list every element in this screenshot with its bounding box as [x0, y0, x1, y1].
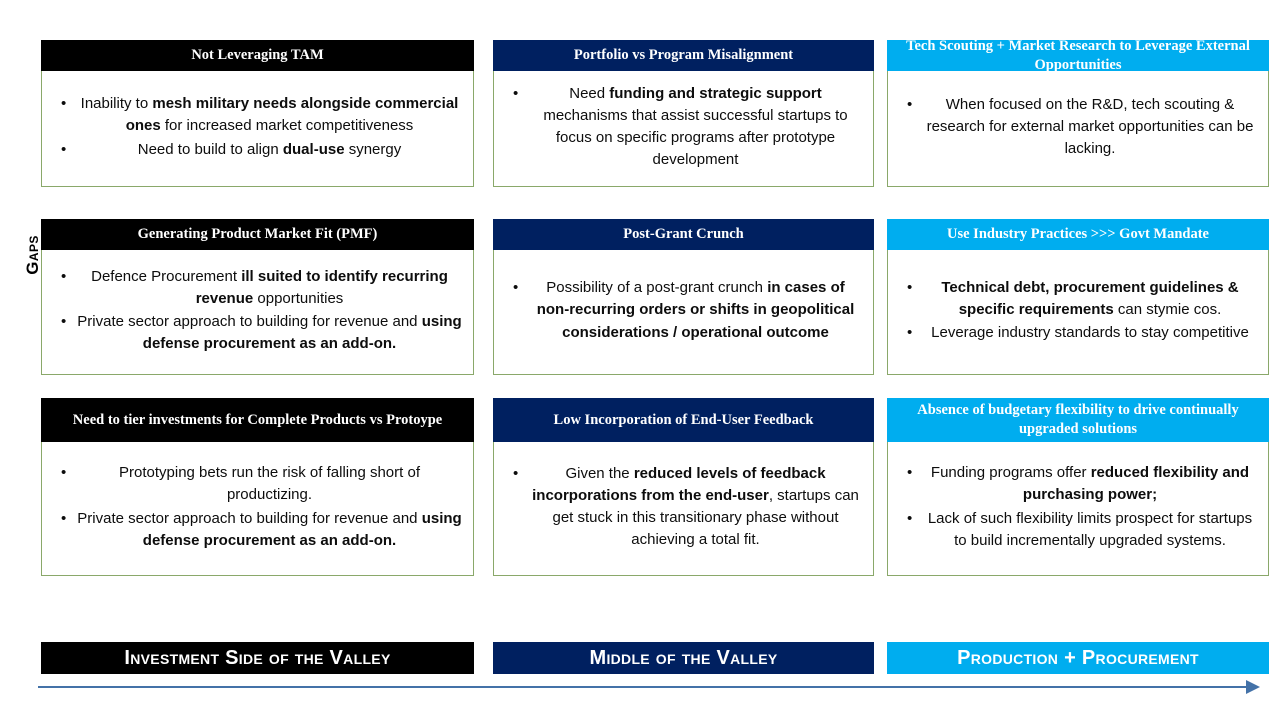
bullet-text: When focused on the R&D, tech scouting &… [926, 95, 1254, 158]
bullet-text: Lack of such flexibility limits prospect… [927, 509, 1253, 549]
gap-card-middle-3: Low Incorporation of End-User Feedback • G… [493, 398, 874, 576]
gap-bullet-list: • Need funding and strategic support mech… [503, 83, 864, 172]
bullet-icon: • [907, 464, 913, 482]
gap-card-body: • Prototyping bets run the risk of fallin… [41, 442, 474, 576]
phase-bar-production: Production + Procurement [887, 642, 1269, 674]
bullet-icon: • [907, 509, 913, 527]
bullet-icon: • [61, 509, 67, 527]
phase-bar-investment: Investment Side of the Valley [41, 642, 474, 674]
gap-card-title: Not Leveraging TAM [41, 40, 474, 71]
gap-bullet-item: • Inability to mesh military needs alongs… [51, 93, 464, 137]
gap-bullet-item: • Funding programs offer reduced flexibil… [897, 462, 1259, 506]
gap-card-title: Portfolio vs Program Misalignment [493, 40, 874, 71]
gap-card-body: • Funding programs offer reduced flexibil… [887, 442, 1269, 576]
bullet-text: can stymie cos. [1113, 300, 1222, 318]
arrow-head-icon [1246, 680, 1260, 694]
gap-card-body: • Given the reduced levels of feedback in… [493, 442, 874, 576]
gap-card-middle-2: Post-Grant Crunch • Possibility of a post-… [493, 219, 874, 375]
arrow-line-icon [38, 686, 1251, 688]
gap-bullet-item: • Need to build to align dual-use synergy [51, 139, 464, 161]
bullet-text: Inability to [80, 95, 153, 113]
gap-bullet-item: • When focused on the R&D, tech scouting … [897, 94, 1259, 160]
gap-bullet-item: • Prototyping bets run the risk of fallin… [51, 462, 464, 506]
bullet-text: Need [569, 84, 610, 102]
gap-card-body: • Technical debt, procurement guidelines … [887, 250, 1269, 375]
gap-bullet-item: • Defence Procurement ill suited to ident… [51, 266, 464, 310]
bullet-emphasis: reduced flexibility and purchasing power… [1022, 464, 1250, 504]
bullet-text: Possibility of a post-grant crunch [546, 279, 768, 297]
bullet-text: Need to build to align [137, 140, 283, 158]
gap-card-title: Use Industry Practices >>> Govt Mandate [887, 219, 1269, 250]
gap-bullet-list: • Inability to mesh military needs alongs… [51, 93, 464, 161]
bullet-text: Private sector approach to building for … [77, 313, 422, 330]
gap-bullet-item: • Lack of such flexibility limits prospec… [897, 508, 1259, 552]
bullet-icon: • [907, 324, 913, 342]
gap-bullet-item: • Private sector approach to building for… [51, 311, 464, 355]
gap-bullet-list: • Technical debt, procurement guidelines … [897, 277, 1259, 345]
bullet-emphasis: in cases of non-recurring orders or shif… [536, 279, 855, 341]
gap-card-body: • Need funding and strategic support mech… [493, 71, 874, 187]
gap-card-body: • Possibility of a post-grant crunch in c… [493, 250, 874, 375]
bullet-icon: • [61, 95, 67, 113]
gap-card-title: Absence of budgetary flexibility to driv… [887, 398, 1269, 442]
gap-bullet-list: • Prototyping bets run the risk of fallin… [51, 462, 464, 552]
bullet-text: for increased market competitiveness [160, 117, 414, 135]
gap-card-title: Generating Product Market Fit (PMF) [41, 219, 474, 250]
bullet-text: Leverage industry standards to stay comp… [931, 324, 1249, 342]
bullet-icon: • [907, 95, 913, 113]
bullet-text: Private sector approach to building for … [77, 509, 422, 527]
bullet-emphasis: mesh military needs alongside commercial… [125, 95, 459, 135]
gap-bullet-list: • Given the reduced levels of feedback in… [503, 463, 864, 552]
gap-card-body: • Defence Procurement ill suited to ident… [41, 250, 474, 375]
gap-bullet-item: • Private sector approach to building for… [51, 508, 464, 552]
gap-bullet-list: • Funding programs offer reduced flexibil… [897, 462, 1259, 552]
gap-card-title: Post-Grant Crunch [493, 219, 874, 250]
bullet-icon: • [907, 278, 913, 296]
phase-bar-middle: Middle of the Valley [493, 642, 874, 674]
gap-bullet-list: • When focused on the R&D, tech scouting … [897, 94, 1259, 161]
bullet-icon: • [61, 313, 67, 330]
gap-card-title: Low Incorporation of End-User Feedback [493, 398, 874, 442]
gap-bullet-item: • Technical debt, procurement guidelines … [897, 277, 1259, 321]
bullet-emphasis: ill suited to identify recurring revenue [195, 267, 448, 307]
gap-card-body: • When focused on the R&D, tech scouting … [887, 71, 1269, 187]
bullet-text: , startups can get stuck in this transit… [552, 486, 859, 549]
gap-bullet-item: • Given the reduced levels of feedback in… [503, 463, 864, 551]
bullet-emphasis: reduced levels of feedback incorporation… [532, 464, 826, 504]
bullet-text: Prototyping bets run the risk of falling… [119, 464, 420, 504]
bullet-icon: • [61, 267, 67, 285]
gap-card-production-2: Use Industry Practices >>> Govt Mandate •… [887, 219, 1269, 375]
gap-bullet-item: • Leverage industry standards to stay com… [897, 322, 1259, 344]
bullet-text: Given the [565, 464, 634, 482]
bullet-icon: • [513, 84, 519, 102]
bullet-text: Funding programs offer [930, 464, 1091, 482]
gap-card-middle-1: Portfolio vs Program Misalignment • Need f… [493, 40, 874, 187]
bullet-text: Defence Procurement [91, 267, 242, 285]
gap-card-investment-2: Generating Product Market Fit (PMF) • Defe… [41, 219, 474, 375]
bullet-icon: • [61, 140, 67, 158]
gap-card-production-1: Tech Scouting + Market Research to Lever… [887, 38, 1269, 187]
gap-card-title: Need to tier investments for Complete Pr… [41, 398, 474, 442]
bullet-text: synergy [344, 140, 402, 158]
gap-card-production-3: Absence of budgetary flexibility to driv… [887, 398, 1269, 576]
bullet-text: mechanisms that assist successful startu… [543, 106, 848, 169]
bullet-emphasis: dual-use [282, 140, 345, 158]
gap-card-investment-3: Need to tier investments for Complete Pr… [41, 398, 474, 576]
bullet-text: opportunities [253, 289, 344, 307]
bullet-icon: • [61, 464, 67, 482]
gap-bullet-item: • Need funding and strategic support mech… [503, 83, 864, 171]
gap-card-title: Tech Scouting + Market Research to Lever… [887, 38, 1269, 73]
bullet-emphasis: using defense procurement as an add-on. [142, 509, 462, 549]
bullet-emphasis: Technical debt, procurement guidelines &… [941, 278, 1239, 318]
gap-bullet-item: • Possibility of a post-grant crunch in c… [503, 277, 864, 343]
bullet-icon: • [513, 279, 519, 297]
gap-card-body: • Inability to mesh military needs alongs… [41, 71, 474, 187]
bullet-emphasis: using defense procurement as an add-on. [142, 313, 462, 353]
bullet-icon: • [513, 464, 519, 482]
gap-card-investment-1: Not Leveraging TAM • Inability to mesh mil… [41, 40, 474, 187]
bullet-emphasis: funding and strategic support [609, 84, 822, 102]
gap-bullet-list: • Possibility of a post-grant crunch in c… [503, 277, 864, 344]
progression-arrow [38, 678, 1263, 696]
gap-bullet-list: • Defence Procurement ill suited to ident… [51, 266, 464, 356]
